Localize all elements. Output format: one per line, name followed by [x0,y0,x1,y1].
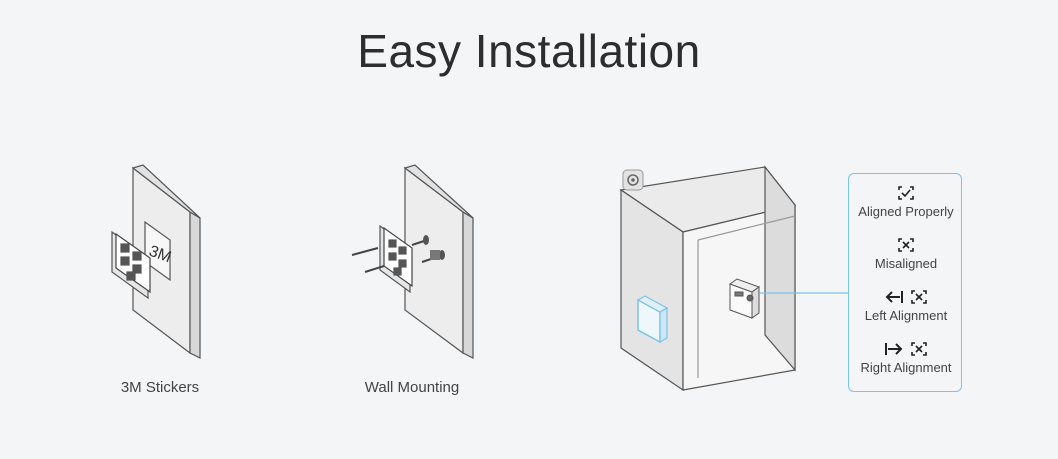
wall-mount-caption: Wall Mounting [364,379,460,396]
sticker-wall-illustration [111,164,201,359]
cabinet-illustration [619,165,797,392]
screw-wall-illustration [379,164,474,359]
legend-label: Left Alignment [864,308,948,323]
sticker-caption: 3M Stickers [120,379,200,396]
misaligned-icon [898,238,914,252]
legend-item-misaligned: Misaligned [849,236,963,271]
right-arrow-icon [885,343,903,355]
legend-item-aligned: Aligned Properly [849,184,963,219]
door-sensor-icon [636,295,669,344]
misaligned-icon [911,342,927,356]
legend-label: Misaligned [874,256,938,271]
aligned-icon [898,186,914,200]
frame-sensor-icon [728,278,761,319]
legend-item-left: Left Alignment [849,288,963,323]
gear-badge-icon [622,169,644,191]
misaligned-icon [911,290,927,304]
sticker-3m-label: 3M [147,243,174,267]
left-arrow-icon [885,291,903,303]
legend-label: Right Alignment [860,360,952,375]
page-title: Easy Installation [357,25,701,77]
alignment-legend: Aligned Properly Misaligned [848,173,962,392]
legend-item-right: Right Alignment [849,340,963,375]
legend-label: Aligned Properly [858,204,954,219]
